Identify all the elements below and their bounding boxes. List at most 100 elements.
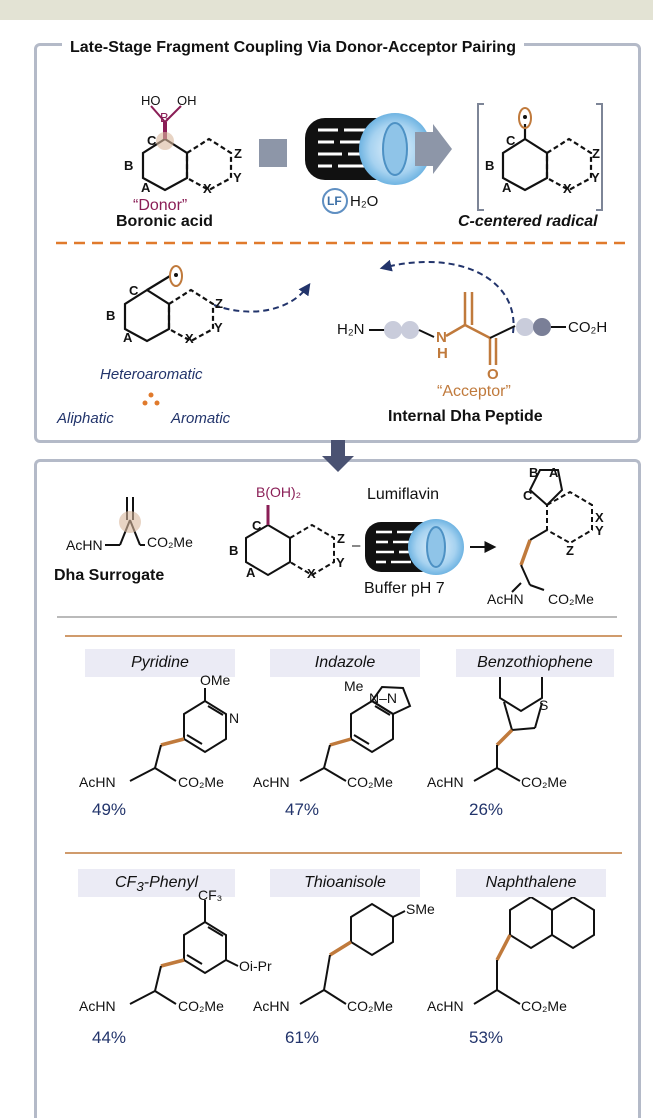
scope-label-thioanisole: Thioanisole bbox=[270, 869, 420, 897]
scope-label-cf3-phenyl: CF3-Phenyl bbox=[78, 869, 235, 897]
yield-naphthalene: 53% bbox=[469, 1028, 504, 1047]
heteroaromatic-label: Heteroaromatic bbox=[100, 366, 203, 383]
acceptor-peptide bbox=[369, 292, 566, 365]
dha-co2me-label: CO₂Me bbox=[147, 534, 193, 550]
ring-label-b: B bbox=[124, 158, 134, 173]
nh-label: N bbox=[436, 329, 447, 346]
water-label: H₂O bbox=[350, 193, 379, 210]
product-naphthalene bbox=[473, 895, 595, 1005]
yield-cf3-phenyl: 44% bbox=[92, 1028, 127, 1047]
row1-achn-1: AcHN bbox=[79, 774, 116, 790]
lf-label: LF bbox=[327, 194, 342, 208]
radical-ring-z: Z bbox=[592, 146, 600, 161]
carbonyl-o-label: O bbox=[487, 366, 499, 383]
row2-co2me-2: CO₂Me bbox=[347, 998, 393, 1014]
indazole-me-label: Me bbox=[344, 678, 364, 694]
ring-label-c: C bbox=[147, 133, 157, 148]
dha-peptide-label: Internal Dha Peptide bbox=[388, 408, 543, 425]
aromatic-label: Aromatic bbox=[171, 410, 231, 427]
boronic-reactant bbox=[245, 505, 335, 577]
product-thioanisole bbox=[299, 902, 406, 1005]
lower-ring-z: Z bbox=[215, 296, 223, 311]
product-indazole bbox=[299, 685, 412, 782]
benzothiophene-s-label: S bbox=[539, 697, 549, 713]
radical-label: C-centered radical bbox=[458, 213, 598, 230]
prod-ring-a: A bbox=[549, 465, 559, 480]
flow-reactor-icon bbox=[259, 113, 452, 185]
prod-ring-z: Z bbox=[566, 543, 574, 558]
down-arrow-head bbox=[322, 456, 354, 472]
product-pyridine bbox=[129, 688, 227, 782]
prod-achn-label: AcHN bbox=[487, 591, 524, 607]
lower-ring-b: B bbox=[106, 308, 116, 323]
radical-ring-y: Y bbox=[591, 170, 600, 185]
aliphatic-label: Aliphatic bbox=[57, 410, 114, 427]
indazole-nn-label: N–N bbox=[369, 690, 398, 706]
rxn-ring-c: C bbox=[252, 518, 262, 533]
scope-label-indazole: Indazole bbox=[270, 649, 420, 677]
down-arrow-shaft bbox=[331, 440, 345, 458]
catalyst-label: Lumiflavin bbox=[367, 486, 440, 503]
lower-ring-y: Y bbox=[214, 320, 223, 335]
donor-molecule bbox=[141, 105, 233, 192]
acceptor-label: “Acceptor” bbox=[437, 383, 511, 400]
radical-ring-b: B bbox=[485, 158, 495, 173]
rxn-ring-b: B bbox=[229, 543, 239, 558]
rxn-ring-y: Y bbox=[336, 555, 345, 570]
scope-dot bbox=[154, 400, 160, 406]
rxn-ring-z: Z bbox=[337, 531, 345, 546]
lower-ring-c: C bbox=[129, 283, 139, 298]
prod-ring-b: B bbox=[529, 465, 539, 480]
oh-label: OH bbox=[177, 93, 197, 108]
return-arrow bbox=[379, 259, 515, 334]
radical-lower bbox=[123, 275, 215, 343]
scope-label-pyridine: Pyridine bbox=[85, 649, 235, 677]
top-bar bbox=[0, 0, 653, 20]
row2-co2me-1: CO₂Me bbox=[178, 998, 224, 1014]
row2-achn-3: AcHN bbox=[427, 998, 464, 1014]
ho-label: HO bbox=[141, 93, 161, 108]
yield-benzothiophene: 26% bbox=[469, 800, 504, 819]
yield-thioanisole: 61% bbox=[285, 1028, 320, 1047]
reactor-small bbox=[365, 519, 464, 575]
scope-dot bbox=[148, 392, 154, 398]
rxn-ring-x: X bbox=[307, 566, 316, 581]
cf3-label: CF₃ bbox=[198, 887, 223, 903]
sme-label: SMe bbox=[406, 901, 435, 917]
pyridine-ome-label: OMe bbox=[200, 672, 231, 688]
h2n-label: H₂N bbox=[337, 321, 365, 338]
radical-addition-arrow bbox=[213, 283, 311, 313]
ring-label-x: X bbox=[203, 181, 212, 196]
row2-co2me-3: CO₂Me bbox=[521, 998, 567, 1014]
dha-achn-label: AcHN bbox=[66, 537, 103, 553]
ring-label-y: Y bbox=[233, 170, 242, 185]
panel-title: Late-Stage Fragment Coupling Via Donor-A… bbox=[62, 37, 524, 59]
ring-label-a: A bbox=[141, 180, 151, 195]
lumiflavin-icon bbox=[322, 188, 348, 214]
ring-label-z: Z bbox=[234, 146, 242, 161]
radical-ring-x: X bbox=[563, 181, 572, 196]
donor-label: “Donor” bbox=[133, 197, 188, 214]
prod-ring-y: Y bbox=[595, 523, 604, 538]
product-benzothiophene bbox=[473, 658, 543, 782]
row2-achn-2: AcHN bbox=[253, 998, 290, 1014]
yield-indazole: 47% bbox=[285, 800, 320, 819]
boronic-acid-label: Boronic acid bbox=[116, 213, 213, 230]
plus-dash: – bbox=[352, 537, 361, 554]
buffer-label: Buffer pH 7 bbox=[364, 580, 445, 597]
row1-achn-2: AcHN bbox=[253, 774, 290, 790]
h-label: H bbox=[437, 345, 448, 362]
co2h-label: CO₂H bbox=[568, 319, 608, 336]
reactive-site-marker bbox=[156, 132, 174, 150]
lower-ring-a: A bbox=[123, 330, 133, 345]
row1-achn-3: AcHN bbox=[427, 774, 464, 790]
prod-co2me-label: CO₂Me bbox=[548, 591, 594, 607]
scope-label-naphthalene: Naphthalene bbox=[456, 869, 606, 897]
generic-product bbox=[511, 469, 593, 593]
oipr-label: Oi-Pr bbox=[239, 958, 272, 974]
pyridine-n-label: N bbox=[229, 710, 240, 726]
row2-achn-1: AcHN bbox=[79, 998, 116, 1014]
scope-label-benzothiophene: Benzothiophene bbox=[456, 649, 614, 677]
boron-label: B bbox=[160, 110, 169, 125]
